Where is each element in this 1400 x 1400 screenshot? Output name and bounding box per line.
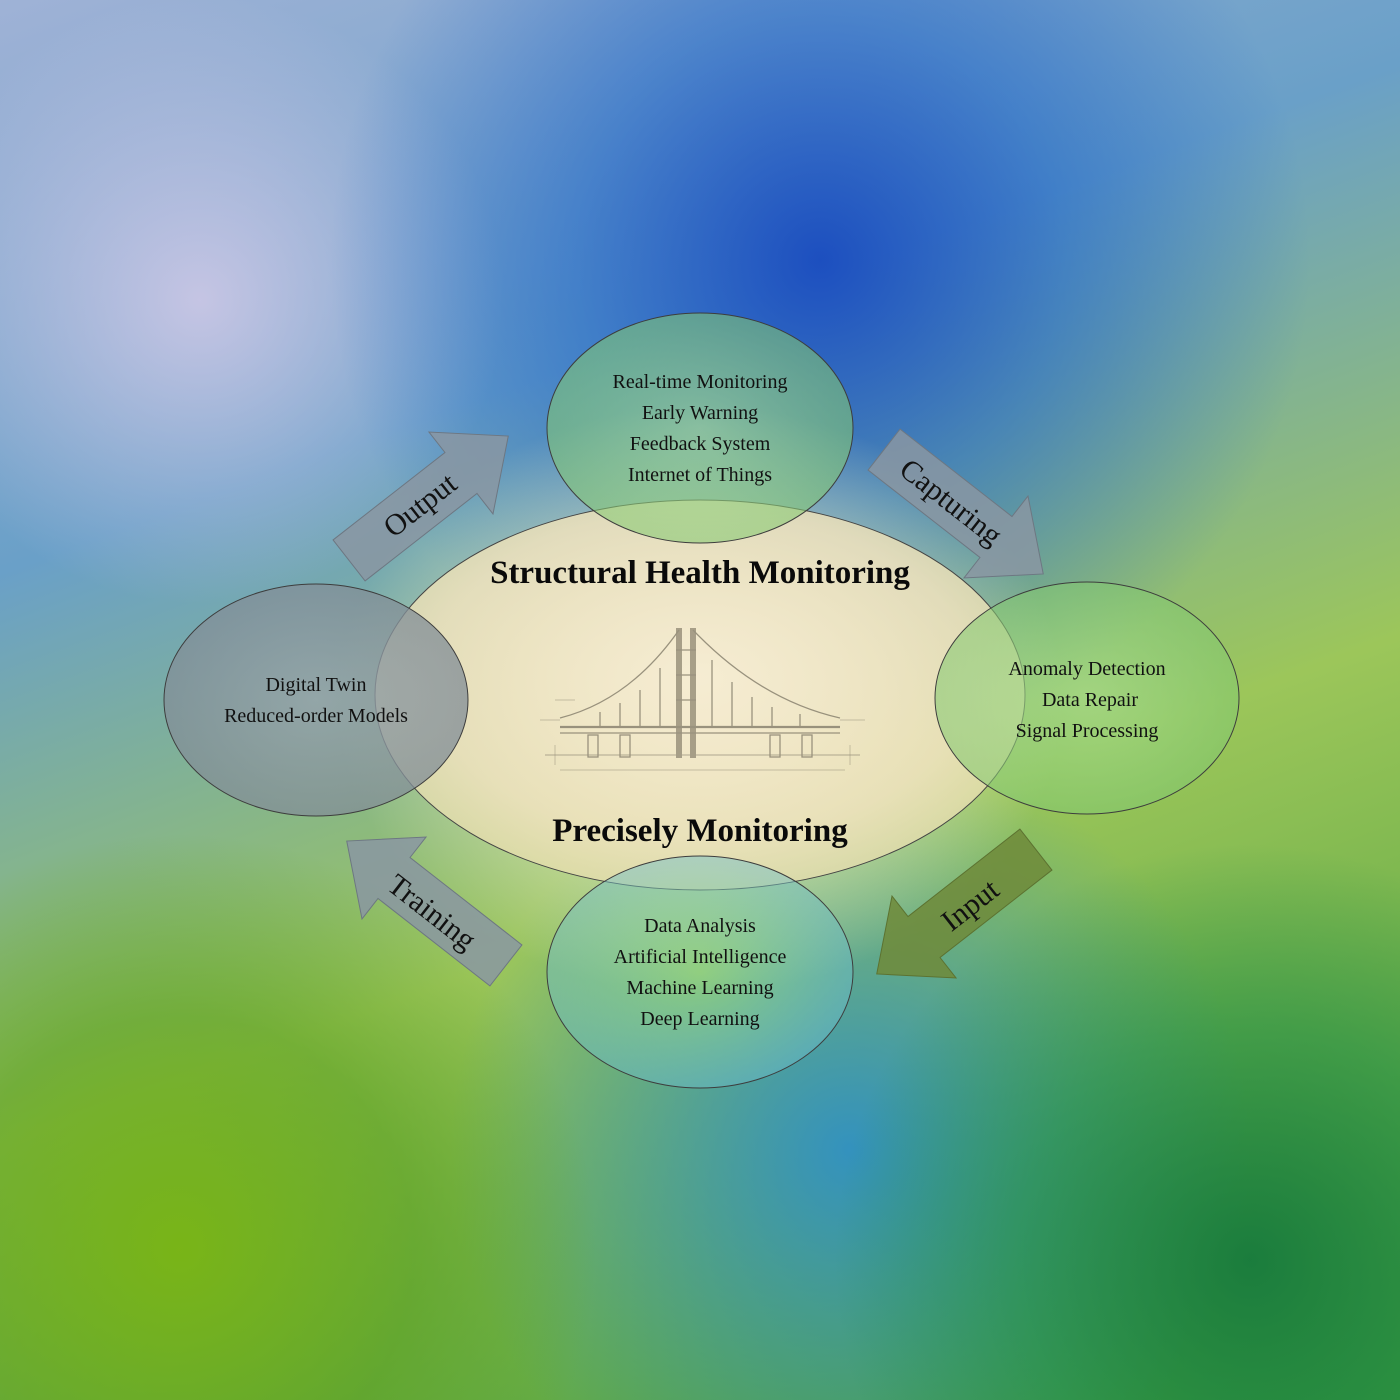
- node-top-line-2: Early Warning: [642, 402, 758, 424]
- node-right-ellipse: [934, 581, 1240, 815]
- input-arrow: [876, 828, 1053, 979]
- node-bottom-ellipse: [546, 855, 854, 1089]
- node-bottom-line-2: Artificial Intelligence: [614, 946, 787, 968]
- node-right-line-3: Signal Processing: [1016, 720, 1159, 742]
- center-title: Structural Health Monitoring: [490, 555, 910, 591]
- center-subtitle: Precisely Monitoring: [552, 813, 848, 849]
- node-top-line-4: Internet of Things: [628, 464, 772, 486]
- node-right-line-2: Data Repair: [1042, 689, 1138, 711]
- node-right-line-1: Anomaly Detection: [1008, 658, 1165, 680]
- node-top-line-3: Feedback System: [630, 433, 771, 455]
- node-top-line-1: Real-time Monitoring: [613, 371, 788, 393]
- suspension-bridge-icon: [540, 628, 865, 771]
- node-bottom-line-4: Deep Learning: [640, 1008, 759, 1030]
- node-left-line-2: Reduced-order Models: [224, 705, 408, 727]
- node-top-ellipse: [546, 312, 854, 544]
- training-arrow: [346, 836, 523, 987]
- node-bottom-line-1: Data Analysis: [644, 915, 756, 937]
- node-left-ellipse: [163, 583, 469, 817]
- node-left-line-1: Digital Twin: [265, 674, 366, 696]
- node-bottom-line-3: Machine Learning: [626, 977, 773, 999]
